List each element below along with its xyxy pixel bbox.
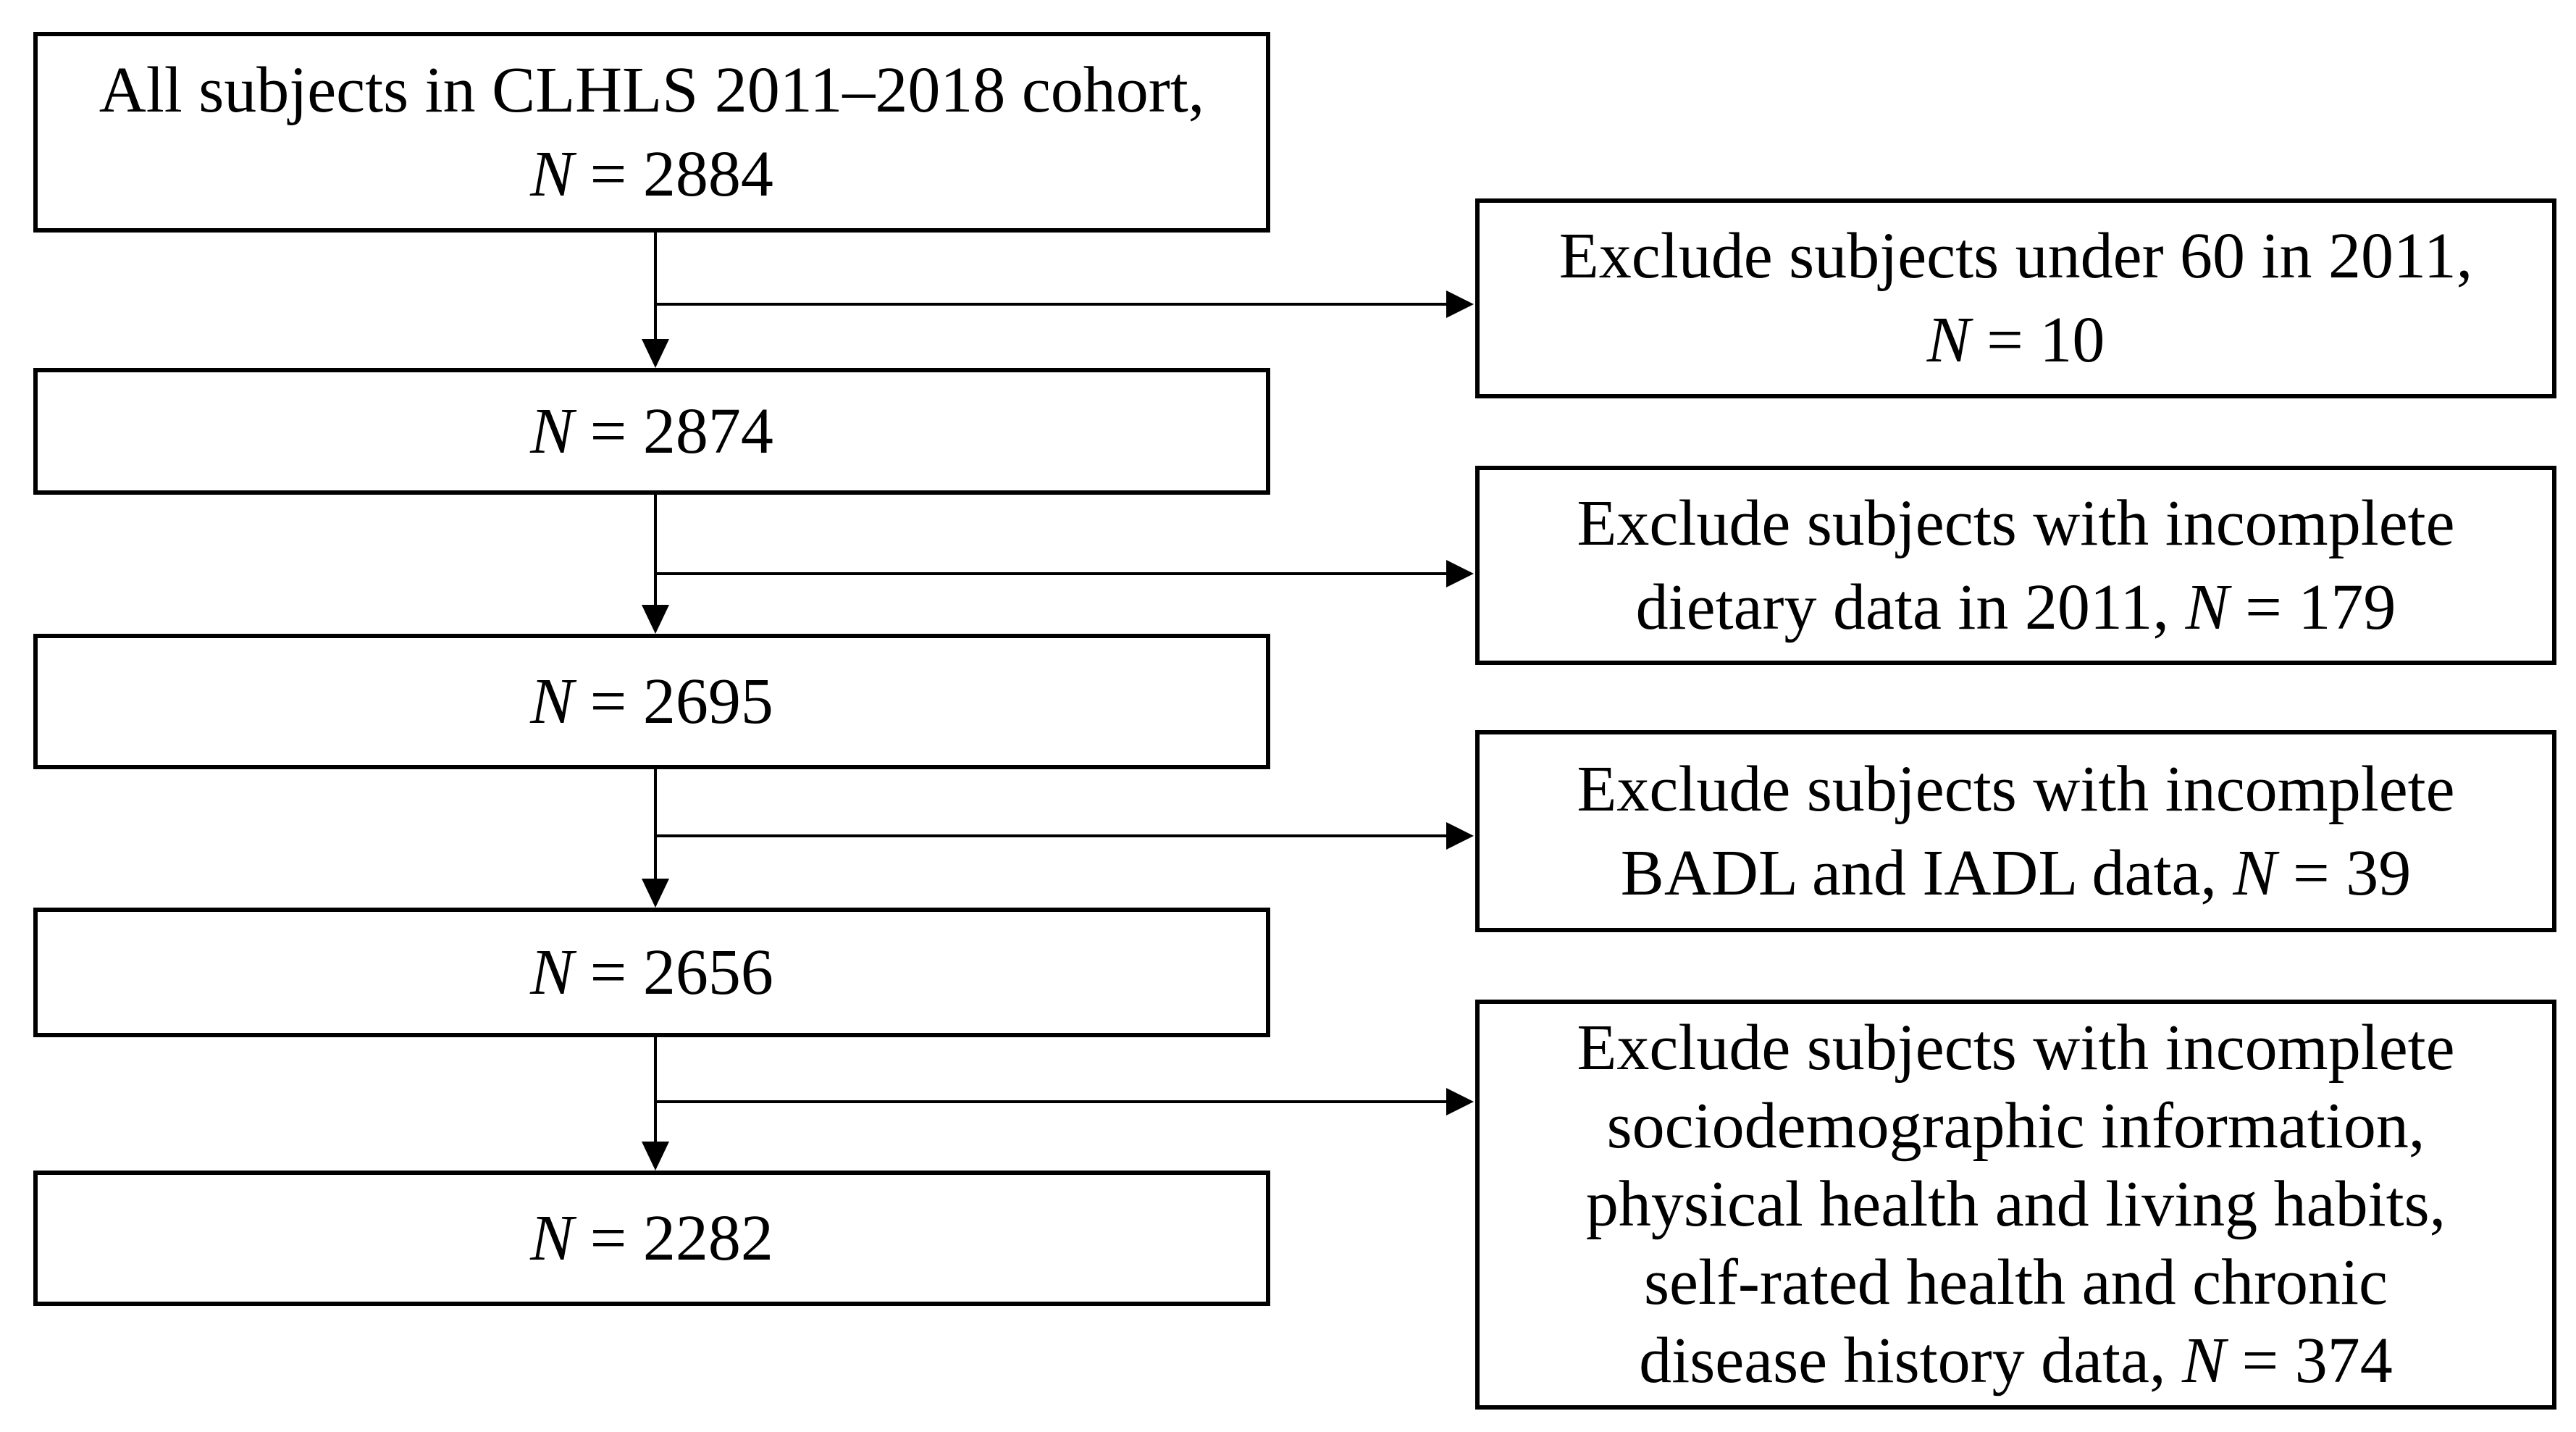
text-pre: Exclude subjects with incomplete xyxy=(1577,1012,2455,1084)
box-exclude-sociodemographic-line2: sociodemographic information, xyxy=(1607,1087,2425,1165)
n-italic: N xyxy=(2185,571,2229,643)
box-all-subjects-line1: All subjects in CLHLS 2011–2018 cohort, xyxy=(99,49,1205,133)
connector-right-1 xyxy=(654,303,1448,306)
box-exclude-sociodemographic-line1: Exclude subjects with incomplete xyxy=(1577,1009,2454,1087)
box-exclude-sociodemographic-line5: disease history data, N = 374 xyxy=(1639,1322,2393,1400)
connector-right-4 xyxy=(654,1100,1448,1103)
box-n-2282: N = 2282 xyxy=(33,1171,1270,1306)
text-pre: All subjects in CLHLS 2011–2018 cohort, xyxy=(98,54,1205,126)
box-exclude-under-60: Exclude subjects under 60 in 2011, N = 1… xyxy=(1475,198,2556,398)
text-pre: Exclude subjects with incomplete xyxy=(1577,753,2455,825)
box-exclude-sociodemographic-line3: physical health and living habits, xyxy=(1586,1165,2446,1244)
n-italic: N xyxy=(2182,1325,2226,1397)
n-italic: N xyxy=(530,395,574,467)
text-pre: physical health and living habits, xyxy=(1585,1168,2446,1240)
text-pre: sociodemographic information, xyxy=(1606,1090,2425,1162)
box-n-2874-line1: N = 2874 xyxy=(530,390,773,474)
arrowhead-down-3-icon xyxy=(642,879,669,908)
arrowhead-right-2-icon xyxy=(1446,560,1474,587)
box-exclude-dietary: Exclude subjects with incomplete dietary… xyxy=(1475,466,2556,665)
text-pre: dietary data in 2011, xyxy=(1635,571,2186,643)
text-post: = 10 xyxy=(1970,304,2105,376)
connector-down-3 xyxy=(654,769,657,881)
box-exclude-badl-iadl: Exclude subjects with incomplete BADL an… xyxy=(1475,730,2556,932)
box-exclude-dietary-line1: Exclude subjects with incomplete xyxy=(1577,482,2454,566)
box-exclude-under-60-line2: N = 10 xyxy=(1927,298,2105,382)
text-post: = 374 xyxy=(2225,1325,2393,1397)
connector-right-3 xyxy=(654,834,1448,837)
arrowhead-right-1-icon xyxy=(1446,290,1474,318)
box-n-2282-line1: N = 2282 xyxy=(530,1197,773,1281)
box-exclude-under-60-line1: Exclude subjects under 60 in 2011, xyxy=(1559,214,2472,298)
text-post: = 2282 xyxy=(574,1202,773,1274)
text-pre: Exclude subjects under 60 in 2011, xyxy=(1558,220,2473,292)
text-post: = 2695 xyxy=(574,665,773,737)
box-exclude-sociodemographic: Exclude subjects with incomplete sociode… xyxy=(1475,1000,2556,1410)
text-post: = 179 xyxy=(2228,571,2396,643)
connector-down-1 xyxy=(654,233,657,341)
text-post: = 39 xyxy=(2276,837,2412,909)
text-post: = 2656 xyxy=(574,936,773,1008)
n-italic: N xyxy=(530,936,574,1008)
arrowhead-right-4-icon xyxy=(1446,1088,1474,1115)
text-post: = 2874 xyxy=(574,395,773,467)
box-exclude-sociodemographic-line4: self-rated health and chronic xyxy=(1644,1244,2388,1322)
box-exclude-dietary-line2: dietary data in 2011, N = 179 xyxy=(1636,566,2396,650)
text-pre: BADL and IADL data, xyxy=(1620,837,2233,909)
arrowhead-down-4-icon xyxy=(642,1142,669,1171)
box-n-2695: N = 2695 xyxy=(33,634,1270,769)
box-n-2874: N = 2874 xyxy=(33,368,1270,495)
connector-right-2 xyxy=(654,572,1448,575)
text-post: = 2884 xyxy=(574,138,773,210)
box-all-subjects: All subjects in CLHLS 2011–2018 cohort, … xyxy=(33,32,1270,233)
box-exclude-badl-iadl-line2: BADL and IADL data, N = 39 xyxy=(1621,832,2411,916)
arrowhead-down-1-icon xyxy=(642,339,669,368)
connector-down-2 xyxy=(654,495,657,607)
box-n-2695-line1: N = 2695 xyxy=(530,660,773,744)
n-italic: N xyxy=(530,665,574,737)
arrowhead-down-2-icon xyxy=(642,605,669,634)
text-pre: self-rated health and chronic xyxy=(1643,1247,2388,1318)
arrowhead-right-3-icon xyxy=(1446,822,1474,850)
box-exclude-badl-iadl-line1: Exclude subjects with incomplete xyxy=(1577,748,2454,832)
n-italic: N xyxy=(530,138,574,210)
n-italic: N xyxy=(530,1202,574,1274)
n-italic: N xyxy=(2233,837,2277,909)
box-n-2656-line1: N = 2656 xyxy=(530,931,773,1015)
box-n-2656: N = 2656 xyxy=(33,908,1270,1037)
connector-down-4 xyxy=(654,1037,657,1144)
n-italic: N xyxy=(1926,304,1971,376)
text-pre: Exclude subjects with incomplete xyxy=(1577,487,2455,559)
box-all-subjects-line2: N = 2884 xyxy=(530,133,773,217)
text-pre: disease history data, xyxy=(1639,1325,2182,1397)
